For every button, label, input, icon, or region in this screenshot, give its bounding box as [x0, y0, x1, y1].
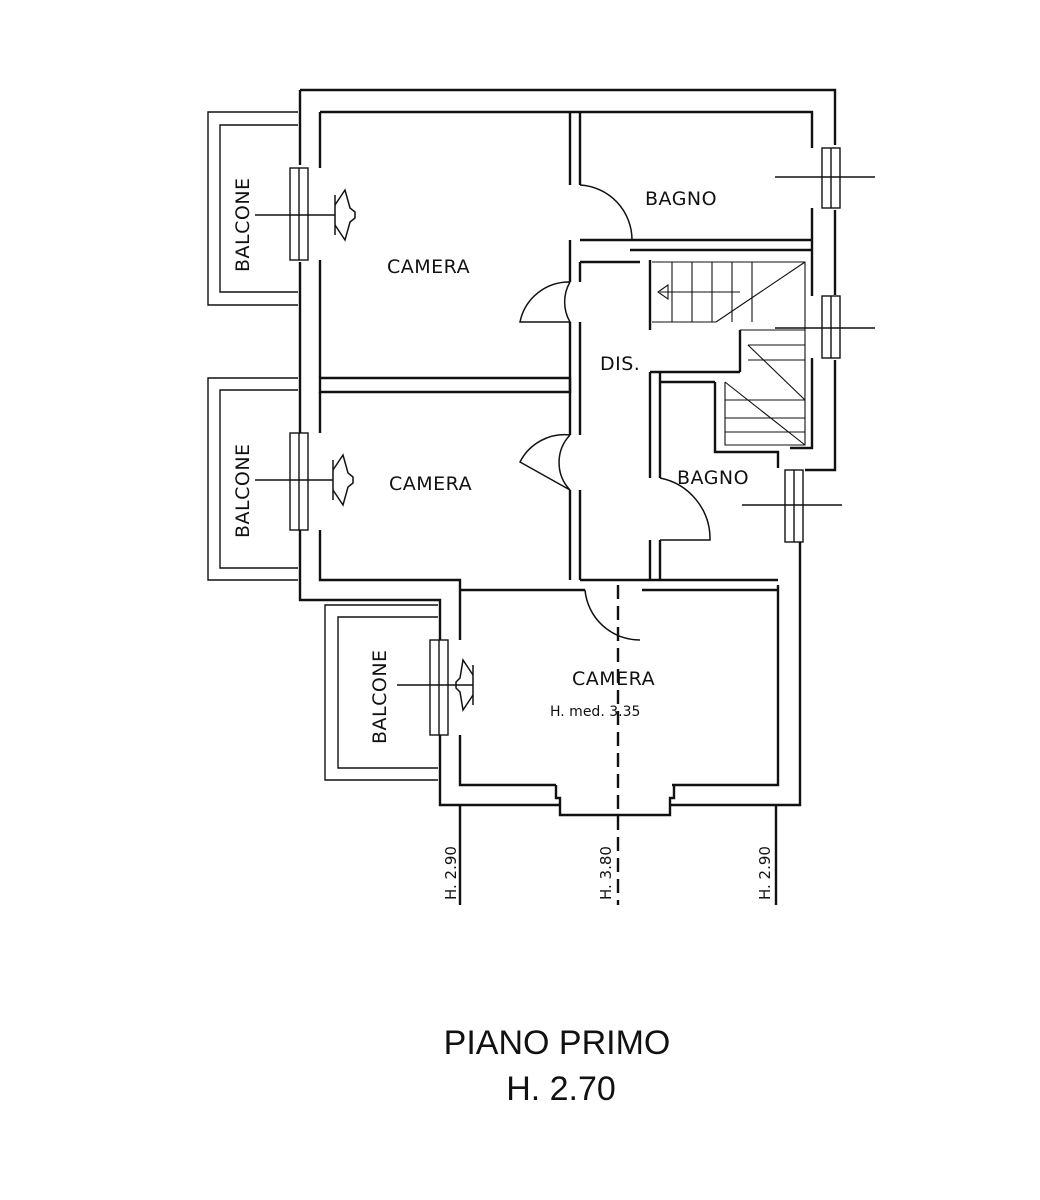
height-lines: [458, 585, 778, 905]
room-label-bagno-mid: BAGNO: [677, 467, 749, 489]
balcony-label-mid: BALCONE: [232, 443, 254, 538]
room-label-bagno-top: BAGNO: [645, 188, 717, 210]
balcony-label-top: BALCONE: [232, 177, 254, 272]
fixtures: [255, 176, 875, 712]
stairs: [652, 261, 806, 446]
floor-height: H. 2.70: [506, 1070, 616, 1108]
doors: [519, 184, 711, 641]
elevation-label-center: H. 3.80: [597, 846, 615, 900]
balconies: [207, 111, 438, 781]
interior-walls: [318, 112, 812, 592]
room-label-camera-top: CAMERA: [387, 256, 470, 278]
outer-walls: [298, 88, 837, 817]
room-label-dis: DIS.: [600, 353, 640, 375]
lamp-camera-mid-icon: [255, 453, 354, 507]
lamp-camera-top-icon: [255, 188, 356, 242]
room-label-camera-mid: CAMERA: [389, 473, 472, 495]
balcony-label-bottom: BALCONE: [369, 649, 391, 744]
floor-title: PIANO PRIMO: [444, 1024, 671, 1062]
windows: [289, 147, 841, 736]
elevation-label-left: H. 2.90: [442, 846, 460, 900]
lamp-camera-bottom-icon: [397, 658, 474, 712]
room-note-camera-bottom: H. med. 3.35: [550, 704, 640, 720]
elevation-label-right: H. 2.90: [756, 846, 774, 900]
room-label-camera-bottom: CAMERA: [572, 668, 655, 690]
